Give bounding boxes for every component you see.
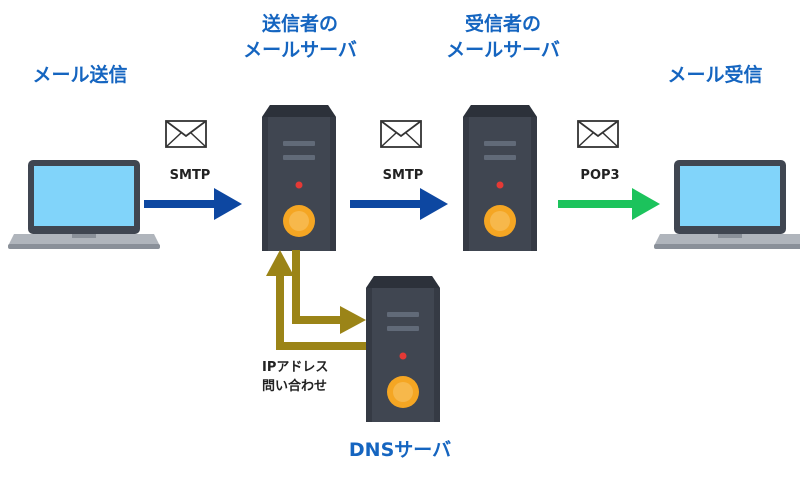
sender-server-label: 送信者の メールサーバ	[243, 13, 357, 61]
envelope-icon-3	[577, 120, 619, 148]
sender-laptop-icon	[8, 160, 160, 249]
envelope-icon-1	[165, 120, 207, 148]
ip-address-query-label: IPアドレス 問い合わせ	[262, 360, 329, 394]
dns-server-icon	[366, 276, 440, 422]
pop3-label: POP3	[580, 168, 620, 183]
dns-server-label: DNSサーバ	[348, 439, 452, 461]
receiver-server-label: 受信者の メールサーバ	[446, 13, 560, 61]
receiver-server-icon	[463, 105, 537, 251]
sender-server-icon	[262, 105, 336, 251]
envelope-icon-2	[380, 120, 422, 148]
dns-response-arrow	[266, 250, 366, 350]
smtp-label-2: SMTP	[382, 168, 424, 183]
smtp-arrow-2	[350, 188, 448, 220]
pop3-arrow	[558, 188, 660, 220]
receive-label: メール受信	[667, 64, 763, 86]
receiver-laptop-icon	[654, 160, 800, 249]
send-label: メール送信	[32, 64, 128, 86]
smtp-arrow-1	[144, 188, 242, 220]
dns-query-arrow	[292, 250, 366, 334]
smtp-label-1: SMTP	[169, 168, 211, 183]
